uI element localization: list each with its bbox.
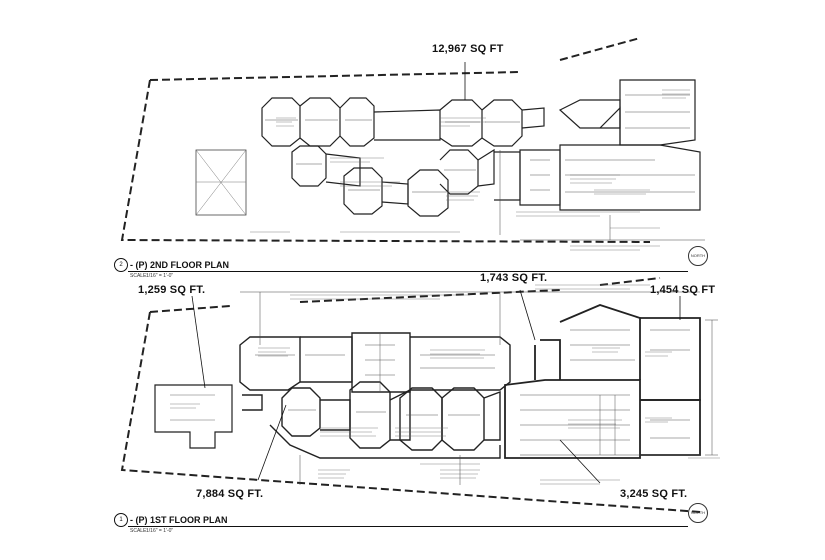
leader-left-area — [191, 295, 206, 389]
first-floor-mid-area-label: 1,743 SQ FT. — [480, 272, 548, 284]
first-floor-east-wing — [504, 304, 701, 459]
north-arrow-icon: NORTH — [688, 503, 708, 523]
first-floor-accessory-building — [154, 384, 233, 449]
north-arrow-icon: NORTH — [688, 246, 708, 266]
first-floor-plan-number: 1 — [114, 513, 128, 527]
second-floor-south-wing — [291, 145, 521, 217]
first-floor-title-underline — [128, 526, 688, 527]
second-floor-scale-value: 1/16" = 1'-0" — [146, 273, 174, 279]
first-floor-plan-title: - (P) 1ST FLOOR PLAN — [130, 515, 228, 525]
second-floor-accessory-roof — [195, 149, 247, 216]
second-floor-title-underline — [128, 271, 688, 272]
second-floor-area-label: 12,967 SQ FT — [432, 43, 504, 55]
first-floor-west-wing — [239, 332, 511, 459]
first-floor-property-line — [120, 277, 701, 513]
second-floor-plan-title: - (P) 2ND FLOOR PLAN — [130, 260, 229, 270]
leader-mid-area — [519, 289, 536, 341]
first-floor-scale-value: 1/16" = 1'-0" — [146, 528, 174, 534]
first-floor-main-area-label: 7,884 SQ FT. — [196, 488, 264, 500]
leader-main-area — [257, 404, 287, 481]
second-floor-plan-number: 2 — [114, 258, 128, 272]
first-floor-scale-label: SCALE: — [130, 528, 148, 534]
first-floor-left-area-label: 1,259 SQ FT. — [138, 284, 206, 296]
second-floor-property-line — [120, 37, 651, 243]
second-floor-east-block — [519, 79, 701, 211]
first-floor-right-area-label: 1,454 SQ FT — [650, 284, 716, 296]
second-floor-scale-label: SCALE: — [130, 273, 148, 279]
first-floor-east-area-label: 3,245 SQ FT. — [620, 488, 688, 500]
leader-east-area — [559, 439, 601, 484]
